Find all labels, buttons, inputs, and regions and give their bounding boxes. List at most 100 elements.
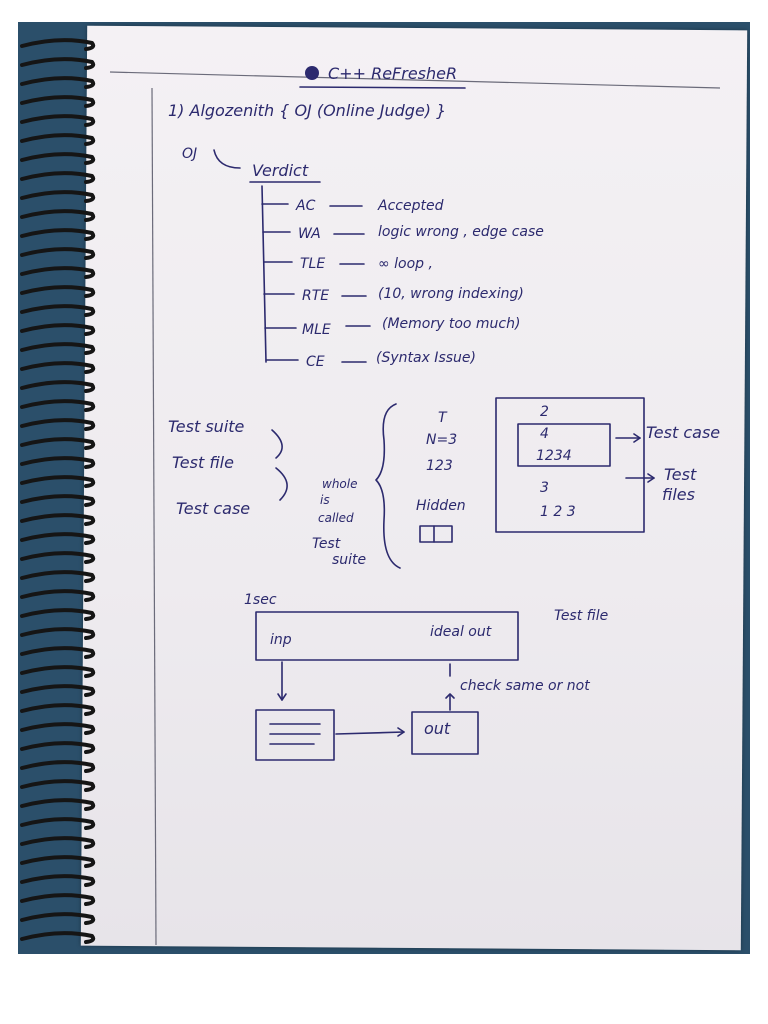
test-files-arrowhead bbox=[647, 473, 655, 483]
test-suite-label: Test suite bbox=[168, 417, 245, 436]
spiral-ring bbox=[20, 589, 96, 602]
test-file-side-label: Test file bbox=[554, 608, 608, 624]
title-bullet-icon bbox=[305, 66, 319, 80]
verdict-meaning: ∞ loop , bbox=[378, 256, 433, 272]
spiral-ring bbox=[20, 209, 96, 222]
test-case-box bbox=[517, 423, 611, 467]
verdict-label: Verdict bbox=[252, 161, 309, 180]
spiral-ring bbox=[20, 912, 96, 925]
hidden-label: Hidden bbox=[416, 498, 466, 514]
hidden-box bbox=[419, 525, 453, 543]
section-heading: 1) Algozenith { OJ (Online Judge) } bbox=[168, 101, 446, 120]
verdict-meaning: (Memory too much) bbox=[382, 316, 520, 332]
program-box bbox=[255, 709, 335, 761]
inp-down-arrowhead bbox=[277, 693, 287, 701]
spiral-ring bbox=[20, 684, 96, 697]
verdict-meaning: logic wrong , edge case bbox=[378, 224, 544, 240]
test-case-arrowhead bbox=[633, 433, 641, 443]
inp-label: inp bbox=[270, 632, 292, 648]
spiral-ring bbox=[20, 380, 96, 393]
spiral-ring bbox=[20, 323, 96, 336]
spiral-ring bbox=[20, 570, 96, 583]
spiral-ring bbox=[20, 893, 96, 906]
verdict-code: MLE bbox=[302, 322, 331, 338]
verdict-code: AC bbox=[295, 198, 316, 214]
verdict-trunk bbox=[261, 185, 267, 363]
spiral-ring bbox=[20, 798, 96, 811]
is-word: is bbox=[320, 493, 330, 507]
spiral-ring bbox=[20, 342, 96, 355]
program-to-out-arrowhead bbox=[397, 727, 405, 737]
spiral-ring bbox=[20, 931, 96, 944]
margin-line bbox=[151, 87, 157, 946]
spiral-ring bbox=[20, 247, 96, 260]
box-values2: 1 2 3 bbox=[540, 504, 576, 520]
check-label: check same or not bbox=[460, 678, 590, 694]
io-box bbox=[255, 611, 519, 661]
verdict-item-ce: CE (Syntax Issue) bbox=[265, 350, 476, 370]
out-label: out bbox=[424, 719, 451, 738]
spiral-ring bbox=[20, 171, 96, 184]
verdict-item-mle: MLE (Memory too much) bbox=[264, 316, 520, 338]
time-limit-label: 1sec bbox=[244, 592, 277, 608]
test-file-label: Test file bbox=[172, 453, 234, 472]
compare-up-arrowhead bbox=[445, 693, 455, 699]
verdict-item-ac: AC Accepted bbox=[261, 198, 444, 214]
spiral-ring bbox=[20, 627, 96, 640]
ideal-out-label: ideal out bbox=[430, 624, 492, 640]
test-case-label: Test case bbox=[176, 499, 250, 518]
spiral-ring bbox=[20, 190, 96, 203]
spiral-ring bbox=[20, 703, 96, 716]
spiral-ring bbox=[20, 266, 96, 279]
spiral-ring bbox=[20, 475, 96, 488]
spiral-ring bbox=[20, 665, 96, 678]
sample-n: N=3 bbox=[426, 432, 457, 448]
spiral-ring bbox=[20, 608, 96, 621]
test-file-box bbox=[495, 397, 645, 533]
test-case-annotation: Test case bbox=[646, 423, 720, 442]
spiral-ring bbox=[20, 817, 96, 830]
verdict-code: CE bbox=[306, 354, 325, 370]
spiral-ring bbox=[20, 57, 96, 70]
spiral-ring bbox=[20, 114, 96, 127]
spiral-ring bbox=[20, 779, 96, 792]
spiral-ring bbox=[20, 646, 96, 659]
verdict-item-wa: WA logic wrong , edge case bbox=[262, 224, 544, 242]
spiral-ring bbox=[20, 836, 96, 849]
suite-word: suite bbox=[332, 552, 366, 568]
verdict-code: WA bbox=[298, 226, 321, 242]
spiral-ring bbox=[20, 760, 96, 773]
test-word: Test bbox=[312, 536, 341, 552]
spiral-ring bbox=[20, 418, 96, 431]
out-box bbox=[411, 711, 479, 755]
verdict-item-tle: TLE ∞ loop , bbox=[263, 256, 433, 272]
title-underline bbox=[299, 86, 466, 89]
spiral-ring bbox=[20, 513, 96, 526]
verdict-meaning: Accepted bbox=[377, 198, 444, 214]
test-files-annotation-2: files bbox=[662, 485, 695, 504]
verdict-meaning: (Syntax Issue) bbox=[376, 350, 476, 366]
box-case-n: 4 bbox=[540, 426, 549, 442]
spiral-ring bbox=[20, 722, 96, 735]
box-top-value: 2 bbox=[540, 404, 549, 420]
spiral-ring bbox=[20, 874, 96, 887]
file-to-case-arrow bbox=[275, 467, 288, 501]
curly-brace bbox=[375, 403, 401, 569]
spiral-ring bbox=[20, 494, 96, 507]
spiral-ring bbox=[20, 76, 96, 89]
spiral-ring bbox=[20, 133, 96, 146]
spiral-ring bbox=[20, 95, 96, 108]
spiral-ring bbox=[20, 741, 96, 754]
spiral-ring bbox=[20, 38, 96, 51]
oj-label: OJ bbox=[182, 146, 197, 162]
page-title: C++ ReFresheR bbox=[328, 64, 457, 83]
box-n2: 3 bbox=[540, 480, 549, 496]
oj-arrow bbox=[213, 149, 241, 169]
called-word: called bbox=[318, 511, 354, 525]
verdict-code: TLE bbox=[300, 256, 325, 272]
verdict-meaning: (10, wrong indexing) bbox=[378, 286, 524, 302]
suite-to-file-arrow bbox=[271, 429, 283, 459]
box-case-values: 1234 bbox=[536, 448, 572, 464]
